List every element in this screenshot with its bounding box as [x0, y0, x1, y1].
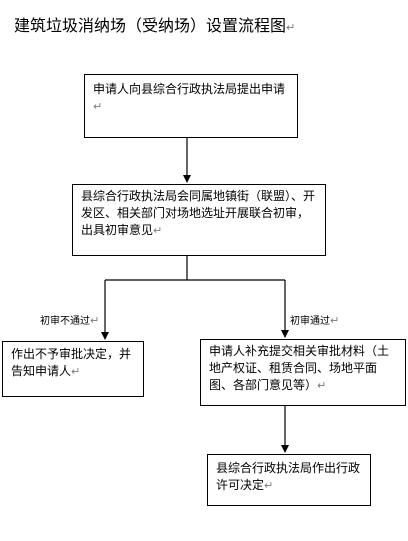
- edge-label-not-passed-text: 初审不通过: [40, 316, 90, 327]
- node-apply: 申请人向县综合行政执法局提出申请 ↵: [84, 74, 298, 138]
- node-supplement-label: 申请人补充提交相关审批材料（土地产权证、租赁合同、场地平面图、各部门意见等）: [209, 344, 390, 392]
- paragraph-mark: ↵: [71, 365, 81, 378]
- paragraph-mark: ↵: [93, 100, 103, 113]
- edge-label-not-passed: 初审不通过↵: [40, 315, 99, 328]
- diagram-title: 建筑垃圾消纳场（受纳场）设置流程图↵: [14, 16, 295, 38]
- paragraph-mark: ↵: [90, 314, 100, 327]
- paragraph-mark: ↵: [286, 21, 296, 34]
- diagram-title-text: 建筑垃圾消纳场（受纳场）设置流程图: [14, 16, 287, 35]
- node-joint-review-label: 县综合行政执法局会同属地镇街（联盟）、开发区、相关部门对场地选址开展联合初审，出…: [81, 189, 316, 237]
- node-supplement: 申请人补充提交相关审批材料（土地产权证、租赁合同、场地平面图、各部门意见等）↵: [200, 339, 406, 406]
- edge-label-passed-text: 初审通过: [290, 316, 330, 327]
- node-reject-label: 作出不予审批决定，并告知申请人: [11, 347, 132, 378]
- paragraph-mark: ↵: [153, 224, 163, 237]
- node-joint-review: 县综合行政执法局会同属地镇街（联盟）、开发区、相关部门对场地选址开展联合初审，出…: [72, 184, 326, 256]
- node-apply-label: 申请人向县综合行政执法局提出申请: [93, 82, 286, 96]
- node-permit: 县综合行政执法局作出行政许可决定↵: [207, 454, 371, 506]
- paragraph-mark: ↵: [264, 479, 274, 492]
- edge-label-passed: 初审通过↵: [290, 315, 339, 328]
- paragraph-mark: ↵: [317, 379, 327, 392]
- node-permit-label: 县综合行政执法局作出行政许可决定: [216, 461, 361, 492]
- node-reject: 作出不予审批决定，并告知申请人↵: [2, 341, 144, 397]
- paragraph-mark: ↵: [330, 314, 340, 327]
